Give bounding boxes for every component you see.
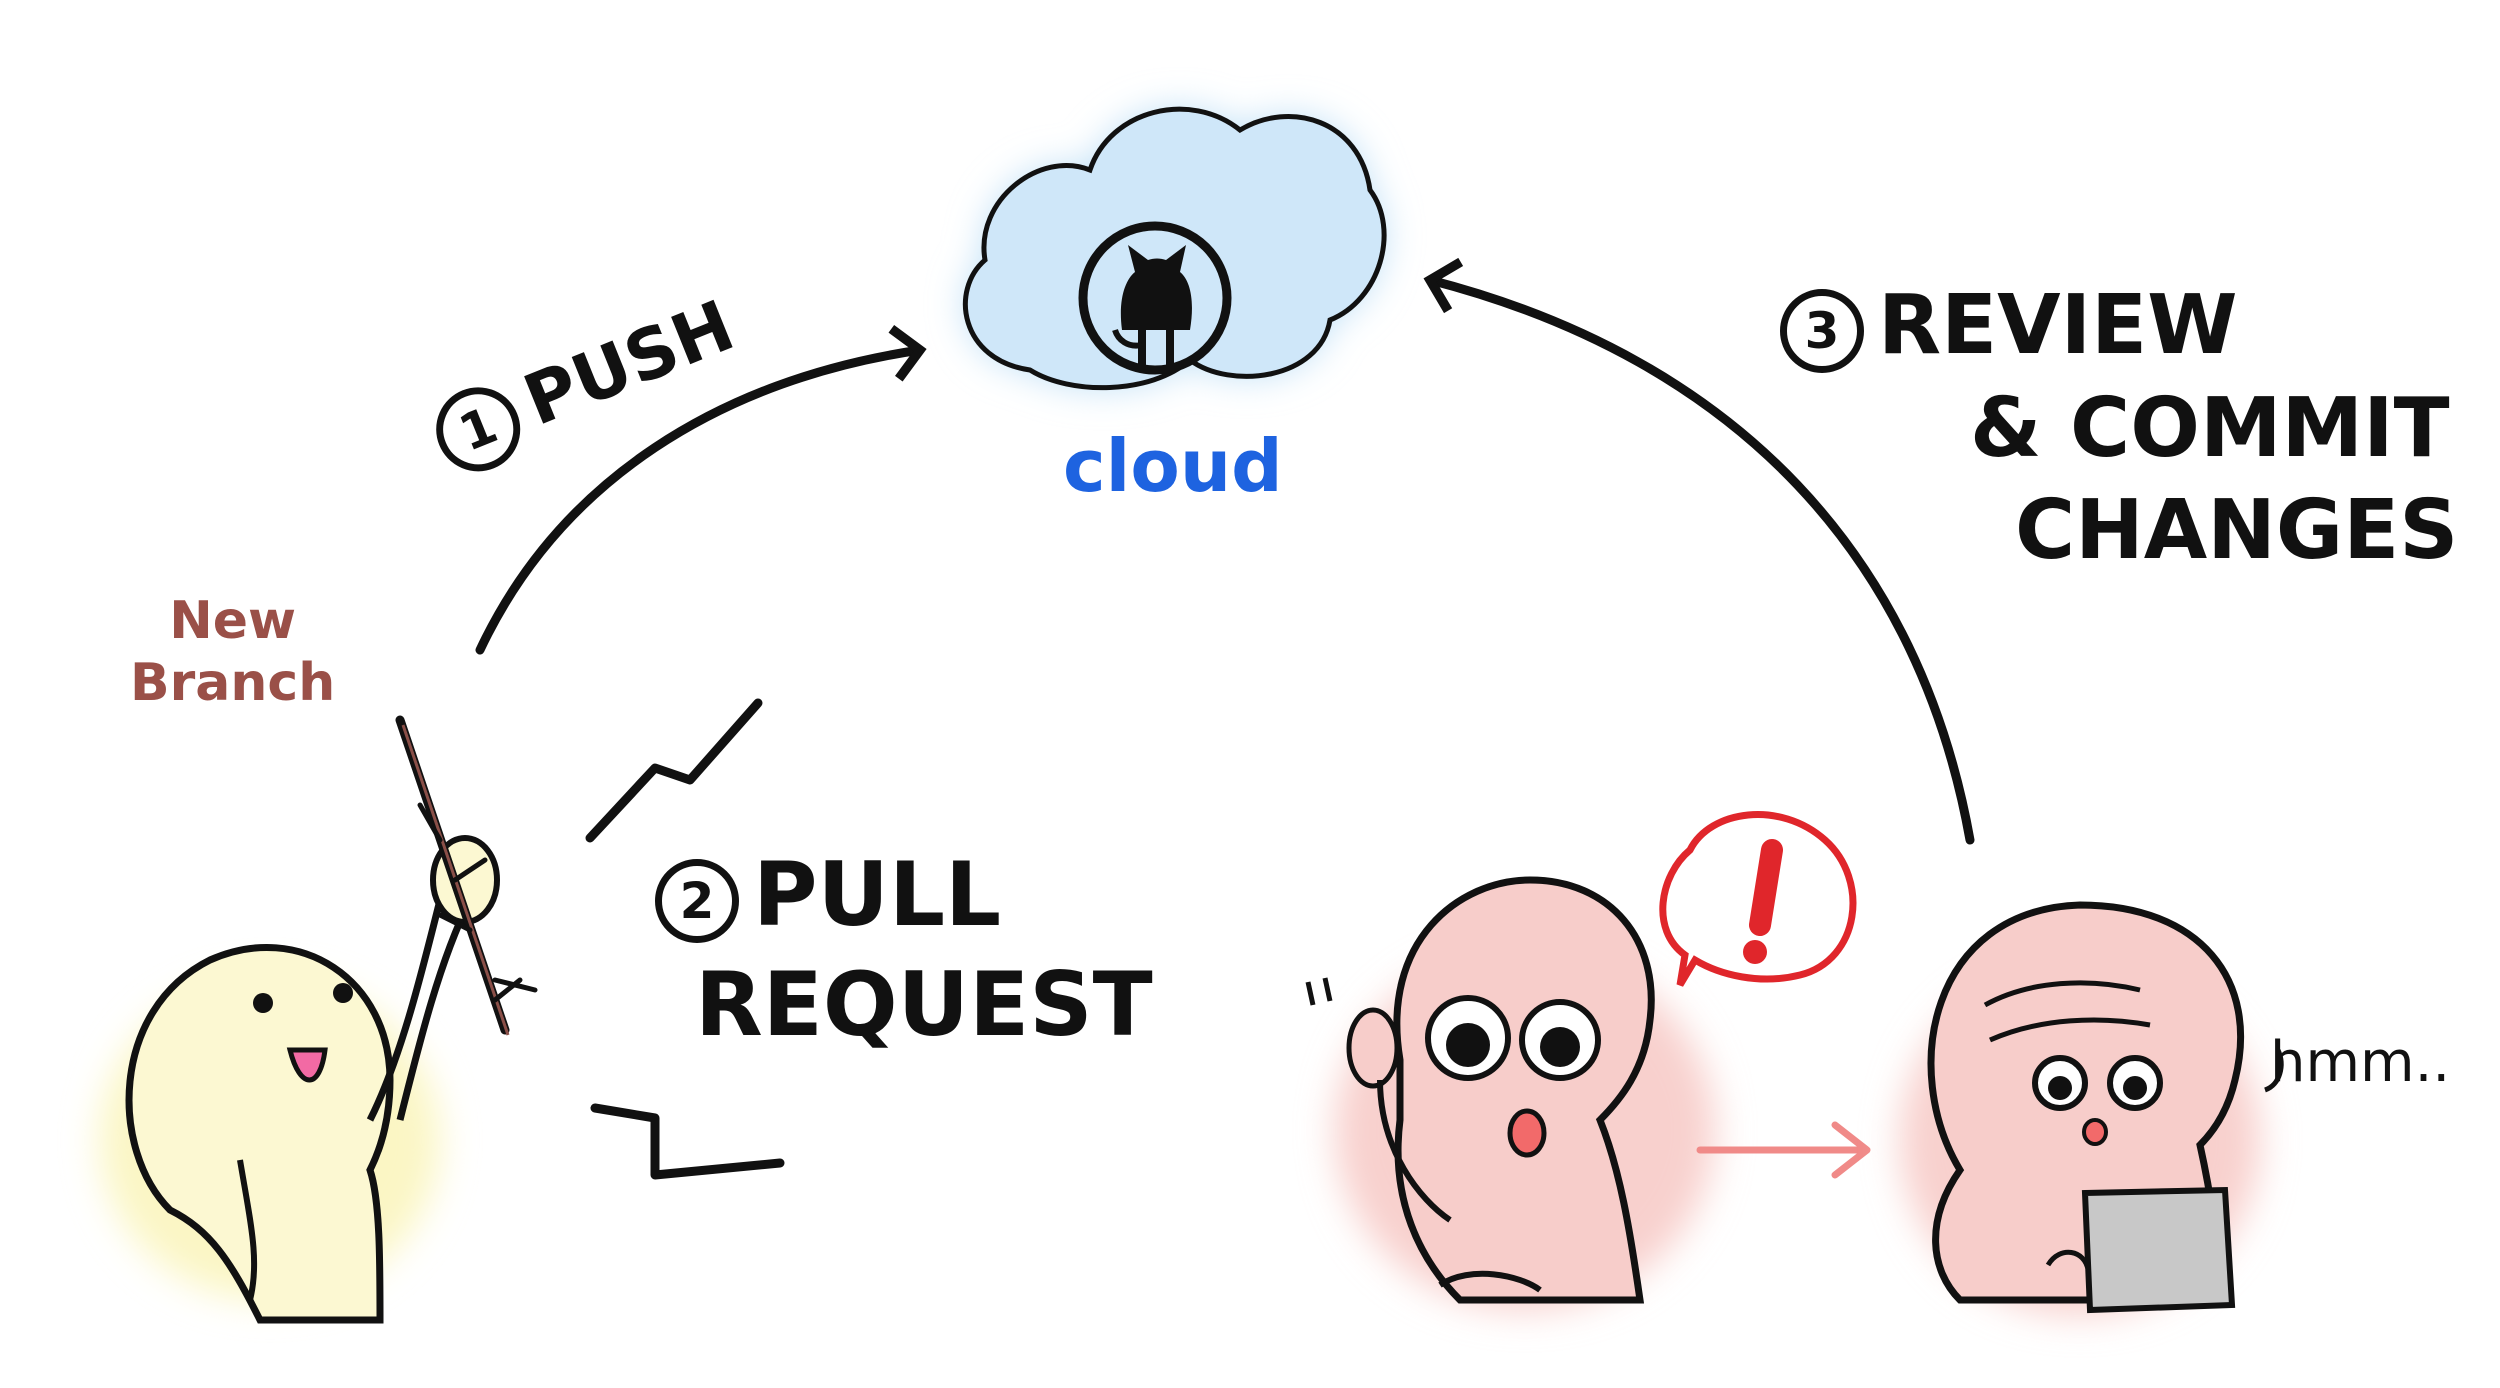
review-arrow (1423, 257, 1975, 845)
step3-line3: CHANGES (2015, 483, 2459, 578)
yellow-character (100, 835, 500, 1324)
step2-line2: REQUEST (695, 953, 1153, 1056)
cloud-shape (962, 106, 1387, 391)
push-arrow (475, 325, 927, 655)
new-branch-line2: Branch (130, 653, 336, 714)
thought-label: hmm.. (2270, 1035, 2450, 1091)
laptop-icon (2045, 1186, 2236, 1314)
bolt-bottom (590, 1103, 785, 1180)
step2-line1: PULL (753, 843, 1002, 946)
new-branch-line1: New (169, 591, 297, 651)
step3-line1: REVIEW (1878, 278, 2238, 373)
step2-number: 2 (655, 859, 739, 944)
step3-number: 3 (1780, 288, 1864, 373)
handoff-arrow (1696, 1121, 1871, 1179)
thought-text: hmm.. (2270, 1030, 2451, 1095)
cloud-label-text: cloud (1063, 424, 1283, 508)
pink-worried-character (1305, 876, 1715, 1310)
bolt-top (585, 698, 763, 843)
branch-stick (395, 715, 538, 1036)
step3-line2: & COMMIT (1970, 380, 2450, 476)
alert-bubble (1659, 811, 1857, 987)
new-branch-label: New Branch (130, 590, 335, 715)
github-octocat-icon (1078, 221, 1232, 375)
cloud-label: cloud (1063, 430, 1283, 502)
